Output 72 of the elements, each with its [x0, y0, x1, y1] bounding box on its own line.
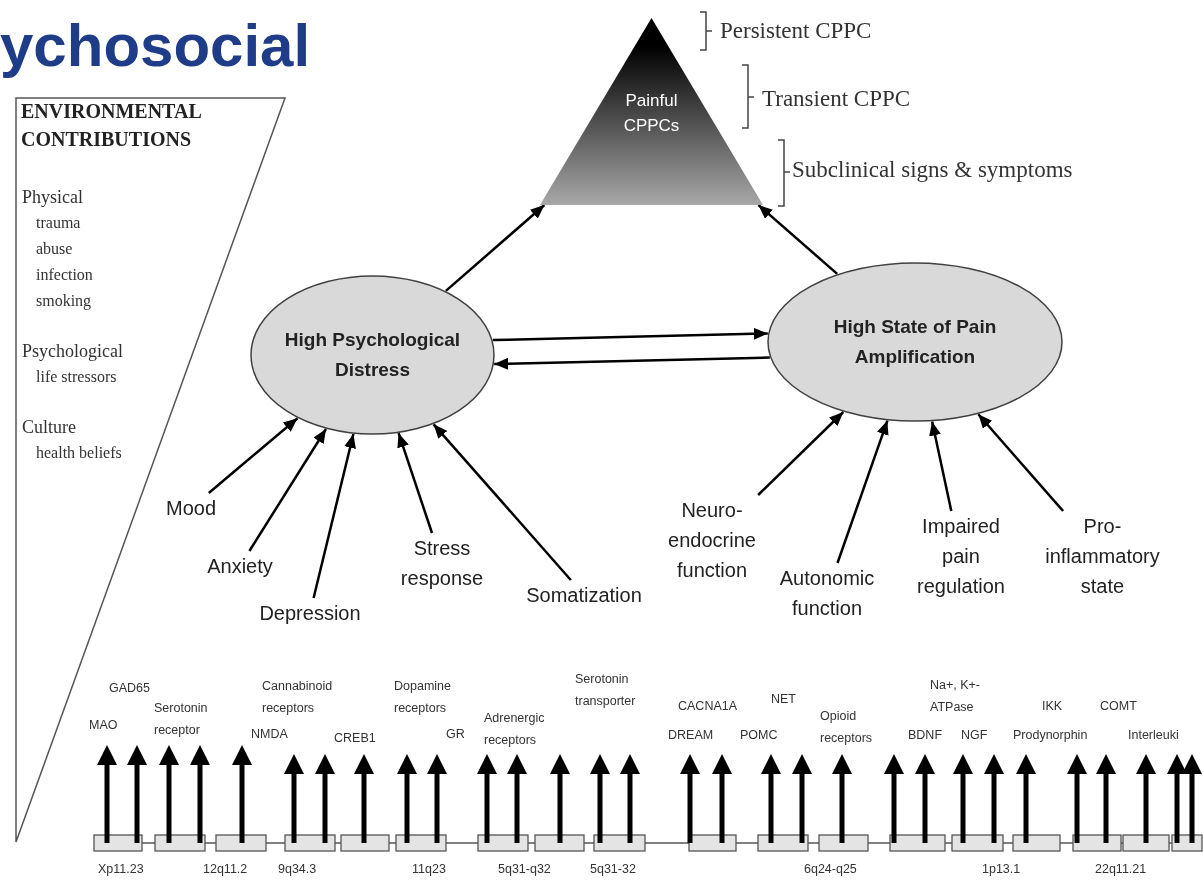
arrow: [757, 411, 845, 496]
title: ychosocial: [0, 11, 311, 81]
locus-label: 1p13.1: [982, 861, 1021, 878]
locus-label: 6q24-q25: [804, 861, 857, 878]
list-item: infection: [36, 265, 93, 285]
panel-heading: ENVIRONMENTAL CONTRIBUTIONS: [21, 99, 202, 152]
locus-label: 22q11.21: [1095, 861, 1147, 878]
gene-label: Cannabinoid receptors: [262, 678, 334, 717]
gene-label: IKK: [1042, 698, 1063, 715]
bracket-label: Transient CPPC: [762, 85, 911, 113]
gene-label: GR: [446, 726, 465, 743]
list-item: trauma: [36, 213, 81, 233]
gene-label: Interleuki: [1128, 727, 1179, 744]
factor-label: Pro-inflammatory state: [1035, 511, 1170, 601]
gene-label: NET: [771, 691, 796, 708]
arrow: [312, 433, 356, 599]
gene-label: CACNA1A: [678, 698, 738, 715]
arrow: [208, 417, 299, 494]
ellipse-label: High State of Pain Amplification: [832, 315, 998, 369]
factor-label: Impaired pain regulation: [905, 511, 1017, 601]
gene-label: MAO: [89, 717, 118, 734]
locus-label: 5q31-32: [590, 861, 636, 878]
arrow: [929, 421, 953, 512]
gene-label: Serotonin transporter: [575, 671, 637, 710]
gene-label: Opioid receptors: [820, 708, 874, 747]
arrow: [248, 428, 328, 552]
list-item: Psychological: [22, 340, 123, 363]
gene-label: Adrenergic receptors: [484, 710, 546, 749]
gene-label: Dopamine receptors: [394, 678, 452, 717]
locus-label: 11q23: [412, 861, 446, 878]
factor-label: Autonomic function: [766, 563, 888, 623]
bracket-label: Persistent CPPC: [720, 17, 872, 45]
factor-label: Stress response: [390, 533, 494, 593]
gene-label: Prodynorphin: [1013, 727, 1088, 744]
gene-label: Serotonin receptor: [154, 700, 209, 739]
ellipse-label: High Psychological Distress: [283, 328, 462, 382]
gene-label: BDNF: [908, 727, 943, 744]
gene-label: DREAM: [668, 727, 714, 744]
arrow: [492, 327, 768, 342]
triangle-label: Painful CPPCs: [622, 90, 681, 137]
gene-label: COMT: [1100, 698, 1137, 715]
factor-label: Somatization: [515, 580, 653, 610]
arrow: [836, 420, 889, 564]
ellipse-node: [250, 275, 495, 435]
arrow: [757, 204, 839, 275]
arrow: [445, 204, 546, 292]
factor-label: Neuro-endocrine function: [662, 495, 762, 585]
gene-label: NGF: [961, 727, 988, 744]
list-item: abuse: [36, 239, 73, 259]
gene-label: NMDA: [251, 726, 288, 743]
gene-label: CREB1: [334, 730, 376, 747]
arrow: [432, 423, 572, 581]
locus-label: Xp11.23: [98, 861, 144, 878]
factor-label: Mood: [158, 493, 224, 523]
arrow: [494, 356, 770, 370]
factor-label: Depression: [249, 598, 371, 628]
gene-label: GAD65: [109, 680, 150, 697]
list-item: health beliefs: [36, 443, 122, 463]
ellipse-node: [767, 262, 1063, 422]
factor-label: Anxiety: [198, 551, 282, 581]
gene-label: Na+, K+-ATPase: [930, 677, 982, 716]
arrow: [977, 413, 1065, 512]
list-item: smoking: [36, 291, 92, 312]
gene-label: POMC: [740, 727, 778, 744]
locus-label: 9q34.3: [278, 861, 317, 878]
list-item: Culture: [22, 416, 76, 439]
list-item: Physical: [22, 186, 83, 209]
locus-label: 12q11.2: [203, 861, 248, 878]
locus-label: 5q31-q32: [498, 861, 551, 878]
arrow: [397, 432, 434, 534]
list-item: life stressors: [36, 367, 117, 387]
bracket-label: Subclinical signs & symptoms: [792, 156, 1073, 184]
